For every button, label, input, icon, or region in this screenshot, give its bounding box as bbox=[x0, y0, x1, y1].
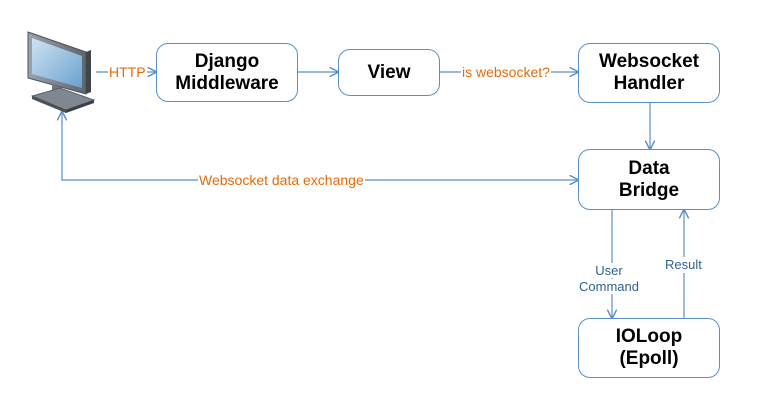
label-data-exchange: Websocket data exchange bbox=[198, 172, 365, 188]
node-django-middleware-label: Django Middleware bbox=[175, 50, 279, 94]
node-data-bridge: Data Bridge bbox=[578, 149, 720, 210]
label-is-websocket: is websocket? bbox=[461, 64, 551, 80]
label-user-command: User Command bbox=[578, 247, 640, 295]
node-ioloop: IOLoop (Epoll) bbox=[578, 318, 720, 378]
node-data-bridge-label: Data Bridge bbox=[618, 157, 680, 201]
node-websocket-handler-label: Websocket Handler bbox=[599, 51, 699, 94]
node-view-label: View bbox=[367, 61, 411, 83]
node-view: View bbox=[338, 49, 440, 96]
node-websocket-handler: Websocket Handler bbox=[578, 43, 720, 103]
node-django-middleware: Django Middleware bbox=[156, 43, 298, 102]
node-ioloop-label: IOLoop (Epoll) bbox=[615, 326, 683, 369]
label-result: Result bbox=[664, 257, 703, 273]
desktop-monitor-icon bbox=[27, 31, 96, 113]
label-user-command-text: User Command bbox=[579, 263, 639, 294]
label-http: HTTP bbox=[108, 64, 147, 80]
edge-data-exchange bbox=[62, 112, 578, 180]
